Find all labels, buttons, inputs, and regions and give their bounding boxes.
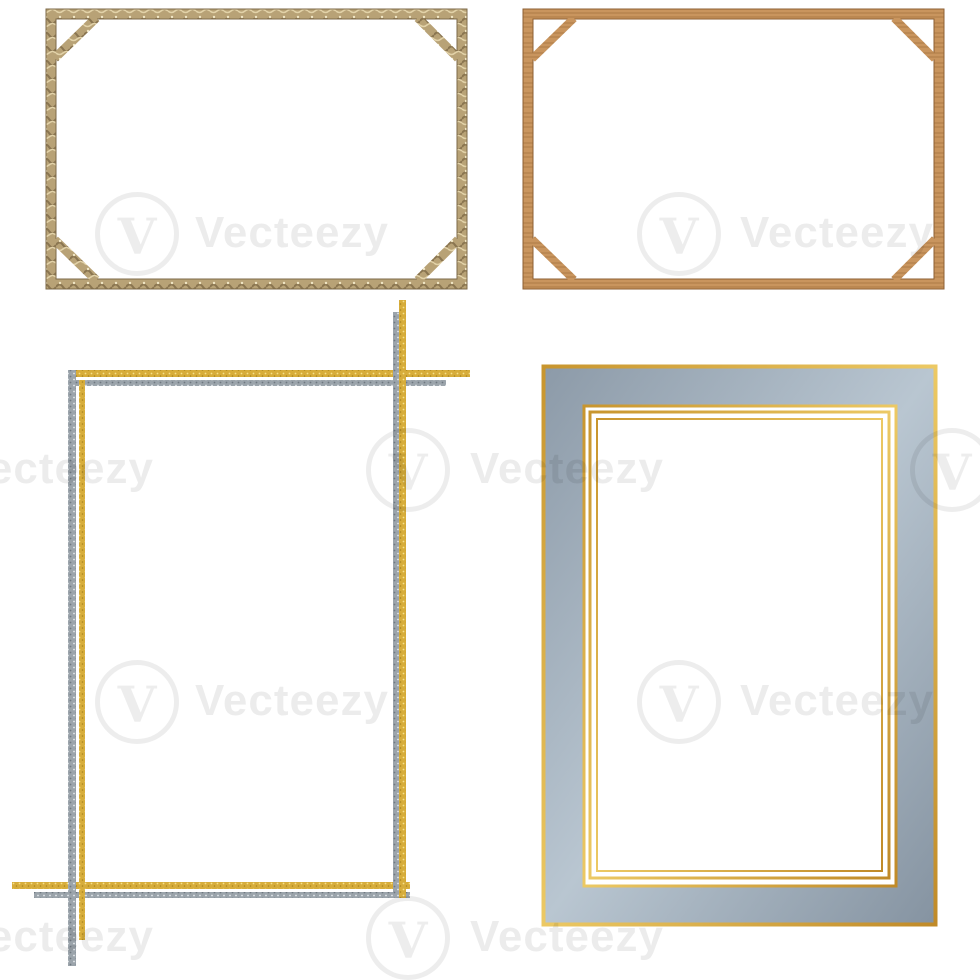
glitter-line-frame bbox=[12, 300, 470, 966]
blue-gold-panel-frame bbox=[541, 364, 938, 927]
ornate-gold-frame bbox=[45, 8, 468, 290]
wooden-frame bbox=[522, 8, 945, 290]
